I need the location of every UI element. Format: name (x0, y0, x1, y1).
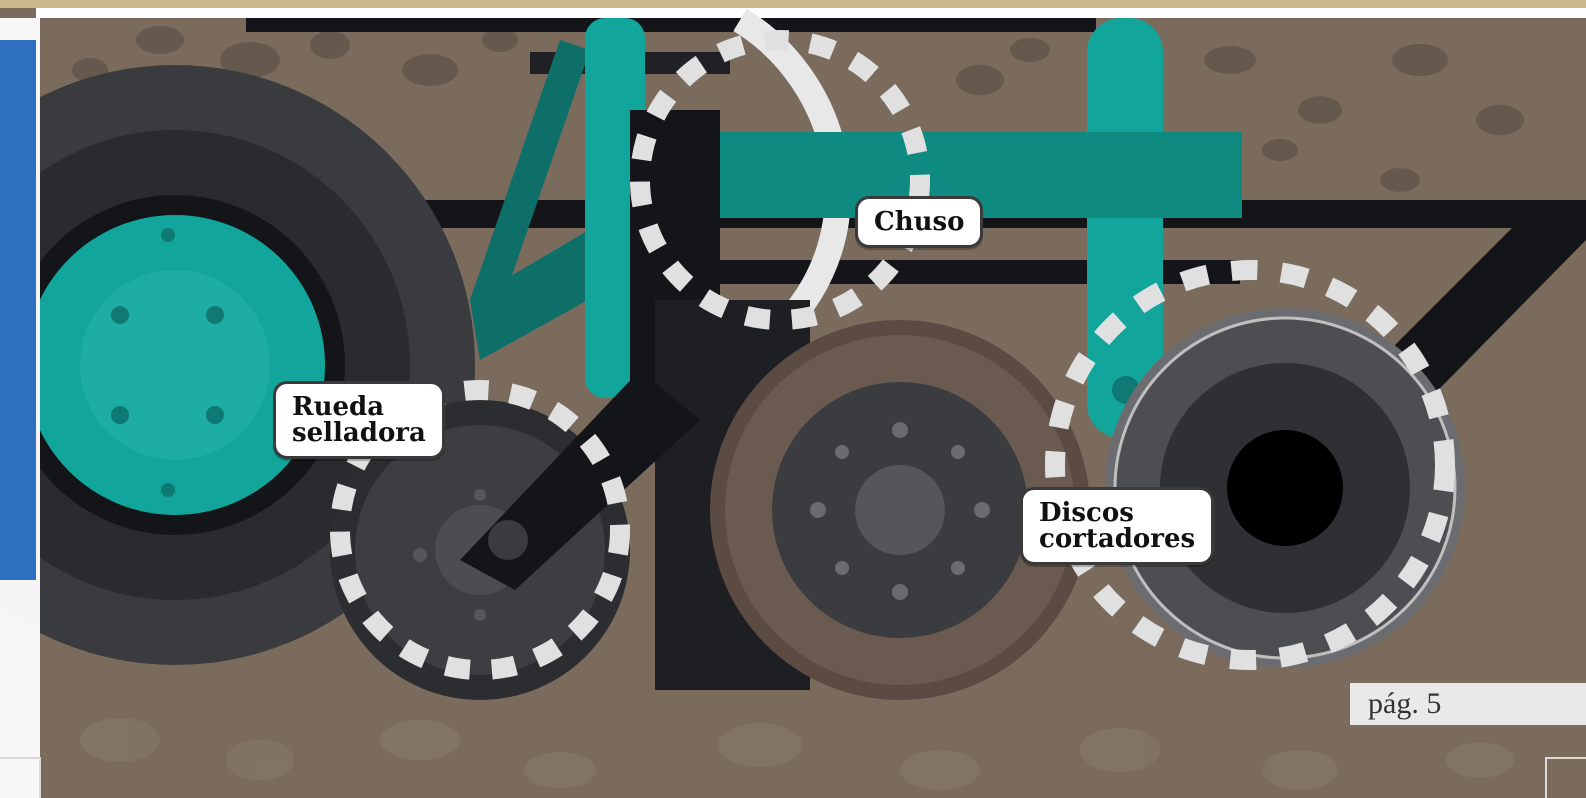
callout-chuso-text: Chuso (874, 207, 965, 237)
callout-rueda-selladora: Rueda selladora (273, 381, 445, 459)
callout-discos-line1: Discos (1039, 498, 1134, 528)
sealing-wheel-dashed-ring (330, 380, 630, 680)
ground-stones (80, 718, 1514, 790)
top-beam (246, 18, 1096, 32)
hub-center (80, 270, 270, 460)
callout-chuso: Chuso (855, 196, 984, 248)
cutting-disc-hub (1227, 430, 1343, 546)
arm-pivot (488, 520, 528, 560)
teal-strut (470, 40, 590, 310)
top-white-band (36, 8, 1586, 18)
cutting-disc-dashed-ring (1045, 260, 1455, 670)
hub-bolts (111, 228, 224, 497)
callout-rueda-line1: Rueda (292, 392, 385, 422)
chuso-dashed-ring (630, 30, 930, 330)
depth-wheel-bolts (810, 422, 990, 600)
soil-pebbles (72, 26, 1524, 192)
page-number: pág. 5 (1350, 683, 1586, 725)
corner-mark-left (0, 757, 41, 798)
top-photo-strip (0, 0, 1586, 8)
callout-discos-line2: cortadores (1039, 524, 1196, 554)
corner-mark-right (1545, 757, 1586, 798)
left-blue-strip (0, 40, 36, 580)
depth-wheel-hub (855, 465, 945, 555)
callout-rueda-line2: selladora (292, 418, 426, 448)
callout-discos-cortadores: Discos cortadores (1020, 487, 1215, 565)
